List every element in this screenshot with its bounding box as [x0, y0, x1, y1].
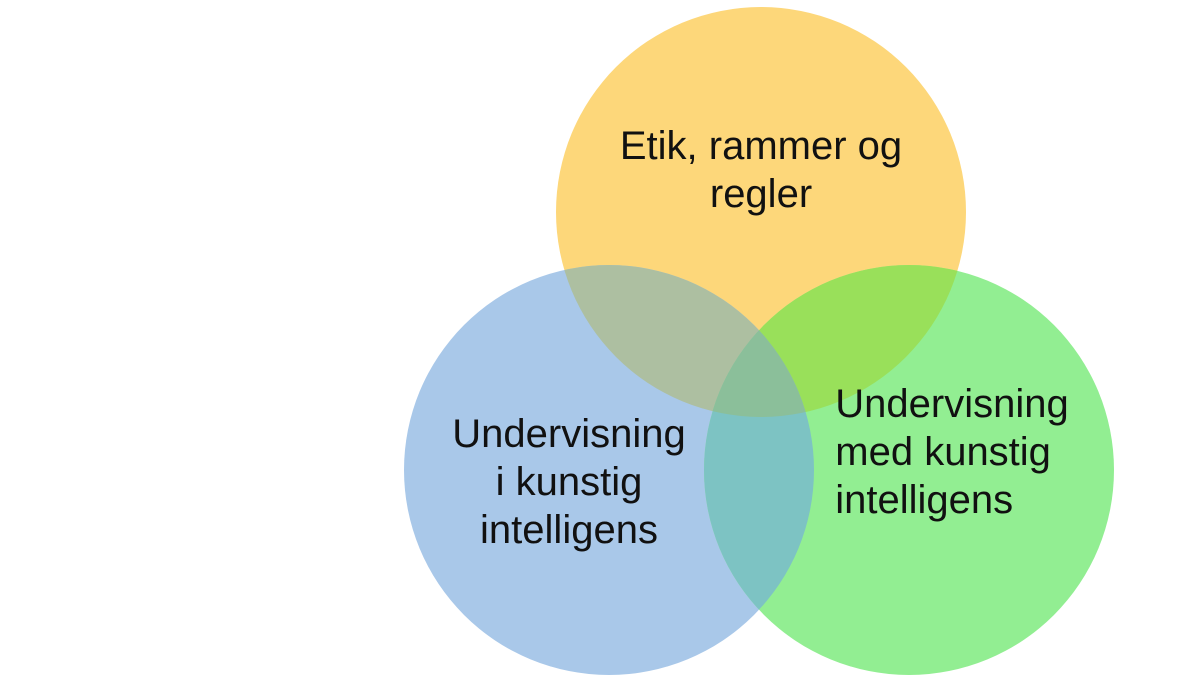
label-top-circle: Etik, rammer og regler: [620, 122, 902, 218]
label-right-circle: Undervisning med kunstig intelligens: [835, 380, 1068, 524]
overlap-top-right: [704, 265, 966, 417]
overlap-top-left: [556, 265, 814, 417]
label-line: i kunstig: [495, 460, 643, 504]
label-left-circle: Undervisning i kunstig intelligens: [452, 410, 685, 554]
label-line: Undervisning: [452, 412, 686, 456]
label-line: intelligens: [835, 478, 1014, 522]
label-line: regler: [709, 172, 813, 216]
label-line: intelligens: [480, 508, 658, 552]
label-line: Etik, rammer og: [619, 124, 903, 168]
label-line: med kunstig: [835, 430, 1051, 474]
label-line: Undervisning: [835, 382, 1069, 426]
